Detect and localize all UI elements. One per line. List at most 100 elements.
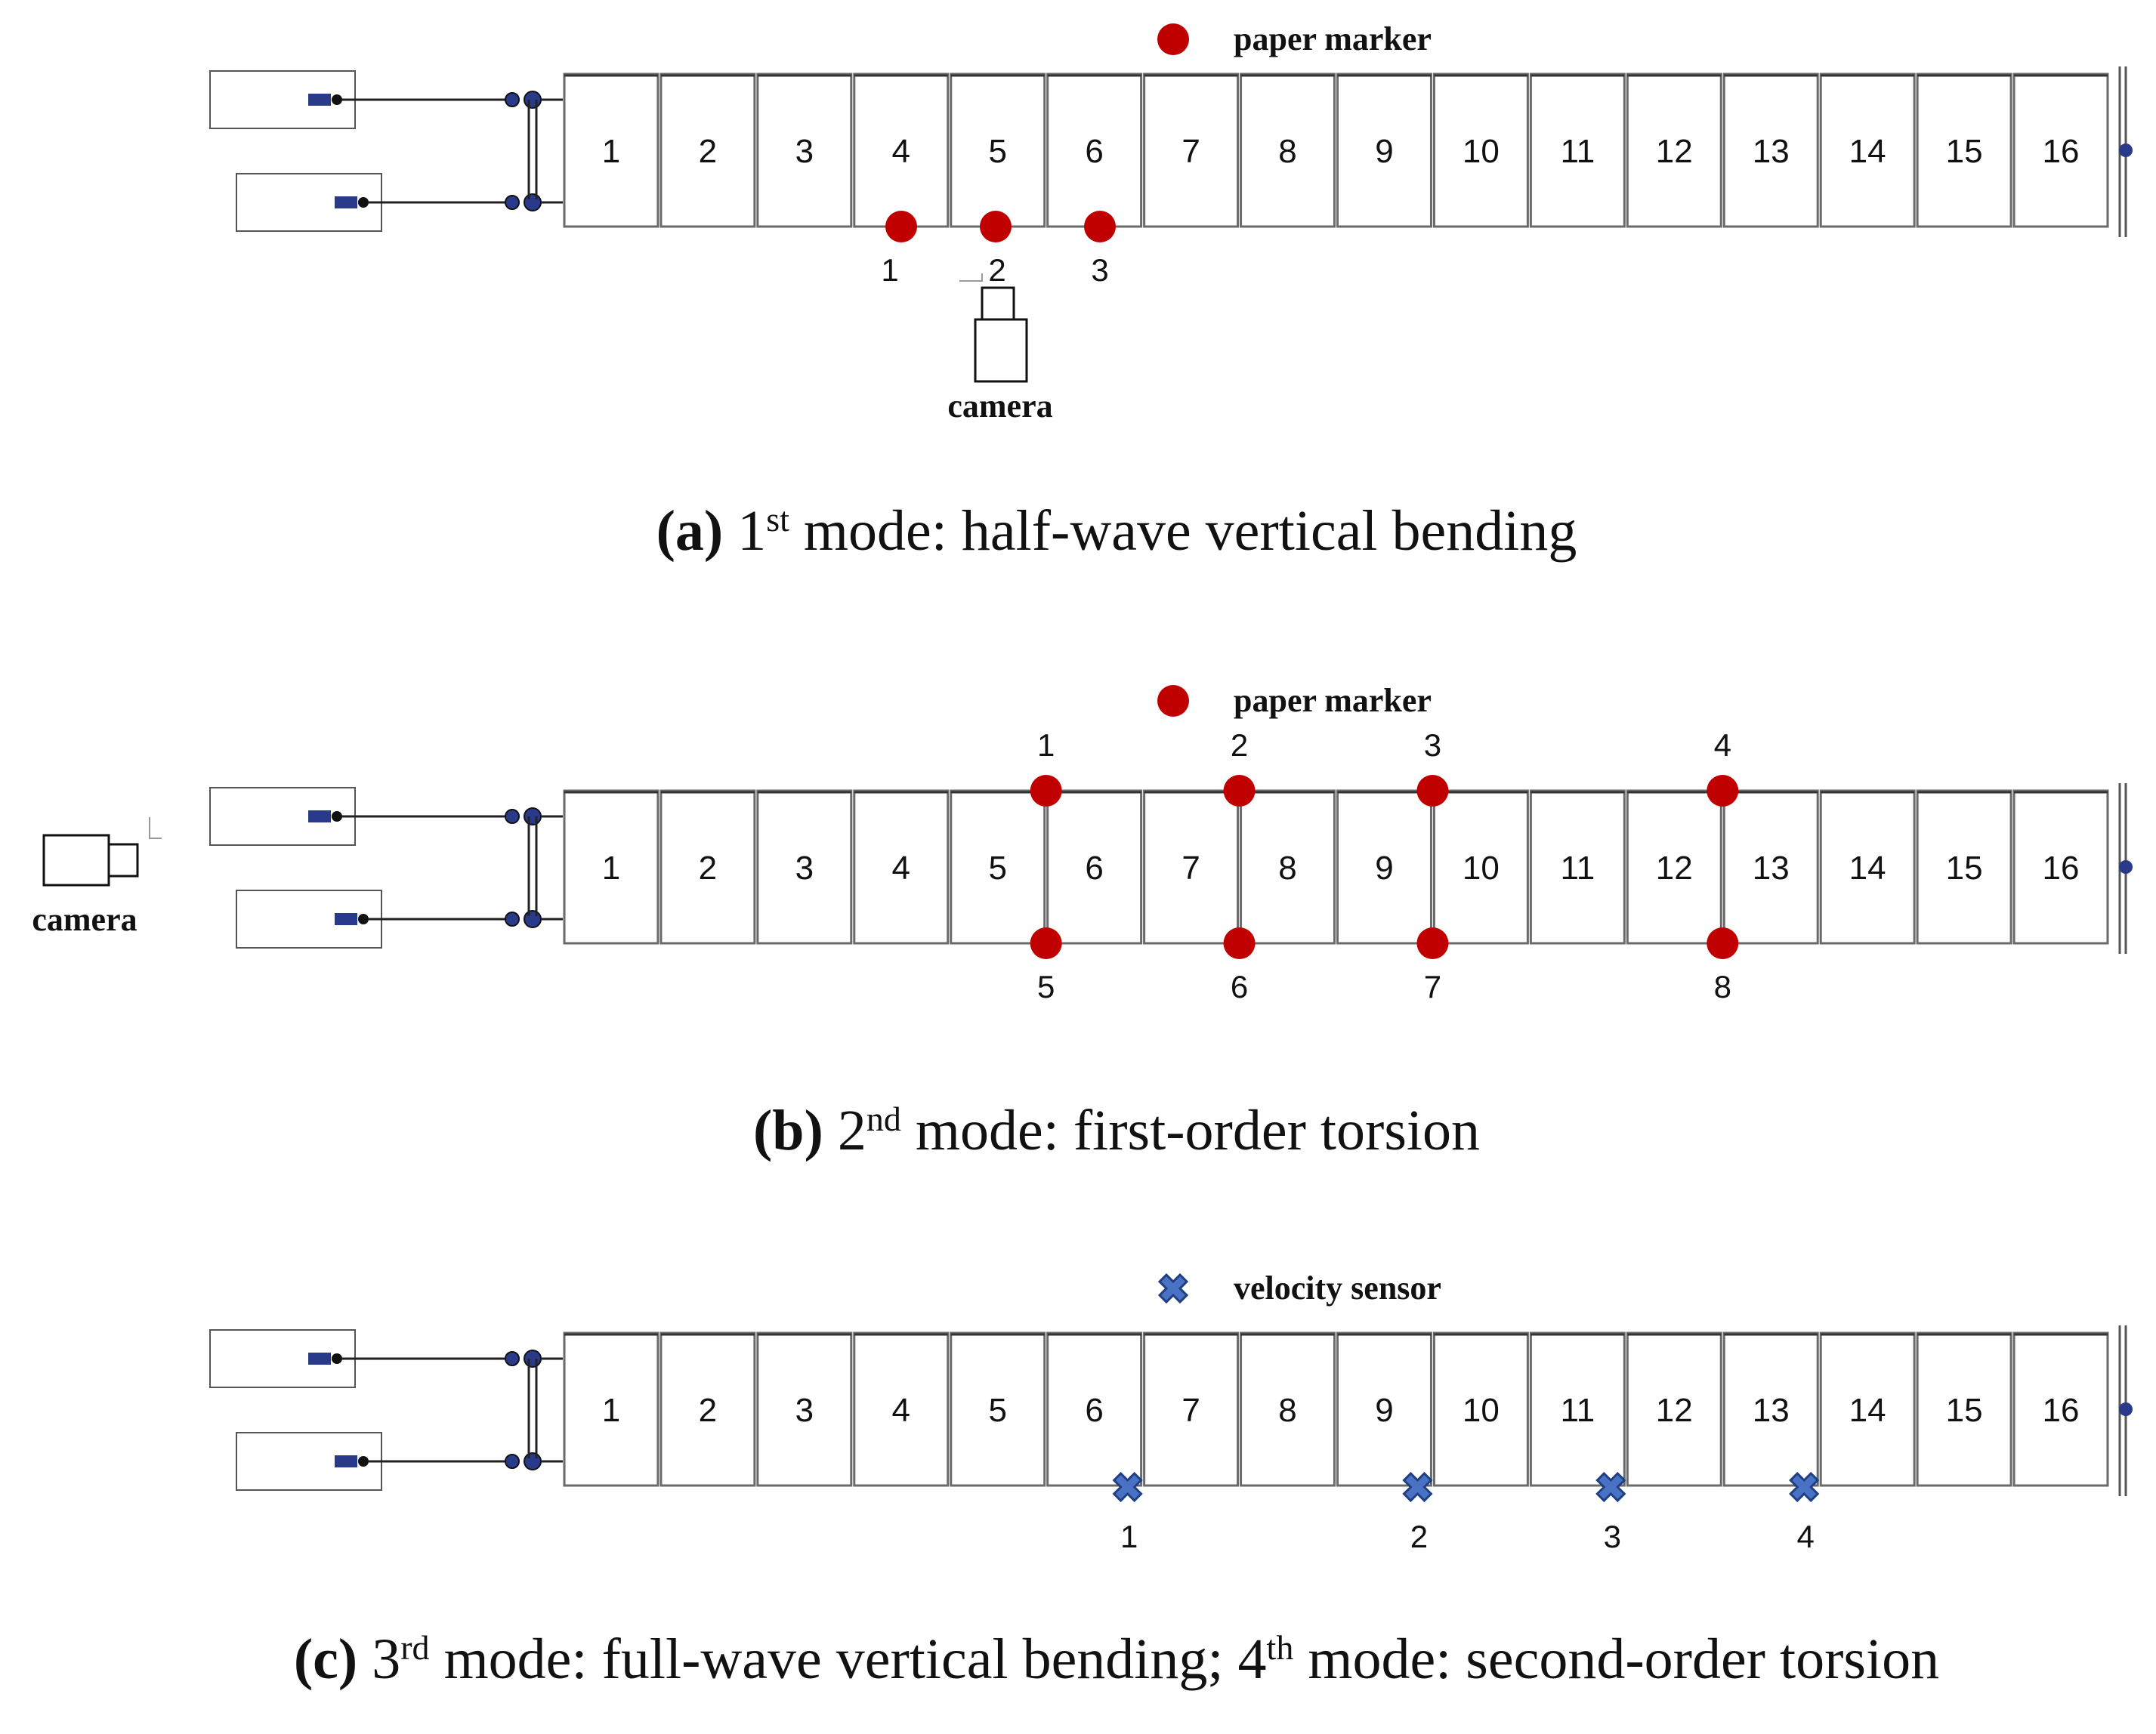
caption-sup: st [766,500,789,538]
segment-label: 1 [602,133,620,170]
joint-icon [524,1452,542,1470]
valve-icon [358,197,369,208]
joint-icon [524,1350,542,1368]
segment-label: 6 [1085,850,1103,887]
valve-icon [358,1456,369,1467]
velocity-sensor [1112,1471,1143,1503]
segment-label: 9 [1375,133,1393,170]
marker-label: 1 [881,252,898,288]
joint-icon [505,1351,520,1366]
segment-box [853,1331,950,1487]
segment-label: 8 [1278,133,1296,170]
caption-text: mode: first-order torsion [901,1099,1480,1162]
caption-letter: (b) [753,1099,823,1162]
segment-label: 15 [1946,850,1983,887]
segment-box [1046,1331,1143,1487]
pump-icon [335,913,357,925]
caption-num: 1 [723,499,766,563]
segment-label: 3 [795,133,814,170]
segment-box [1143,1331,1240,1487]
segment-box [1916,73,2012,228]
caption-text: mode: full-wave vertical bending; 4 [430,1628,1267,1691]
camera-bracket [959,273,983,282]
camera-lens [981,286,1015,321]
segment-box [1819,789,1916,945]
segment-box [1336,1331,1432,1487]
end-anchor-icon [2119,143,2133,157]
panel-caption: (a) 1st mode: half-wave vertical bending [656,499,1577,563]
panel-caption: (b) 2nd mode: first-order torsion [753,1099,1480,1162]
segment-box [950,789,1046,945]
marker-label: 3 [1091,252,1108,288]
marker-label: 4 [1714,727,1731,763]
valve-icon [358,914,369,924]
segment-box [1722,789,1819,945]
marker-label: 2 [1231,727,1248,763]
segment-box [1432,73,1529,228]
legend-label: paper marker [1234,20,1432,57]
pump-icon [308,94,331,106]
joint-icon [505,912,520,927]
segment-label: 4 [892,133,910,170]
marker-label: 2 [988,252,1005,288]
pump-icon [308,810,331,822]
joint-icon [524,807,542,825]
segment-label: 6 [1085,133,1103,170]
segment-box [1626,73,1722,228]
valve-icon [332,1353,342,1364]
segment-label: 15 [1946,133,1983,170]
valve-icon [332,94,342,105]
segment-label: 5 [988,133,1006,170]
pump-icon [335,1455,357,1467]
segment-box [1046,73,1143,228]
segment-label: 10 [1463,1392,1500,1429]
segment-label: 13 [1753,1392,1790,1429]
segment-box [1722,73,1819,228]
camera-label: camera [947,387,1052,424]
paper-marker [1223,927,1256,959]
camera-lens [107,843,139,878]
camera-icon [42,834,110,887]
joint-icon [524,91,542,109]
paper-marker [1707,775,1739,807]
paper-marker [885,211,917,242]
segment-box [1143,789,1240,945]
panel-caption: (c) 3rd mode: full-wave vertical bending… [294,1628,1939,1691]
segment-box [756,789,853,945]
caption-text: mode: second-order torsion [1293,1628,1939,1691]
segment-box [853,73,950,228]
marker-label: 8 [1714,969,1731,1004]
segment-label: 14 [1849,133,1886,170]
segment-box [1432,789,1529,945]
segment-label: 12 [1656,1392,1693,1429]
segment-box [659,789,756,945]
velocity-sensor [1402,1471,1433,1503]
segment-label: 16 [2043,1392,2080,1429]
segment-box [1240,73,1336,228]
segment-box [853,789,950,945]
segment-label: 13 [1753,850,1790,887]
segment-label: 7 [1181,850,1200,887]
marker-label: 3 [1424,727,1441,763]
segment-label: 10 [1463,133,1500,170]
joint-icon [524,193,542,211]
segment-box [1529,789,1626,945]
segment-label: 4 [892,850,910,887]
end-anchor-icon [2119,1402,2133,1416]
marker-legend-icon [1157,23,1189,55]
segment-box [1240,789,1336,945]
caption-sup: th [1267,1628,1294,1667]
segment-box [659,73,756,228]
caption-sup: nd [866,1100,901,1138]
marker-label: 7 [1424,969,1441,1004]
segment-label: 16 [2043,133,2080,170]
paper-marker [1416,927,1449,959]
segment-label: 8 [1278,850,1296,887]
segment-box [1819,1331,1916,1487]
sensor-label: 3 [1604,1519,1621,1554]
segment-label: 1 [602,850,620,887]
segment-box [1626,789,1722,945]
sensor-label: 4 [1797,1519,1815,1554]
